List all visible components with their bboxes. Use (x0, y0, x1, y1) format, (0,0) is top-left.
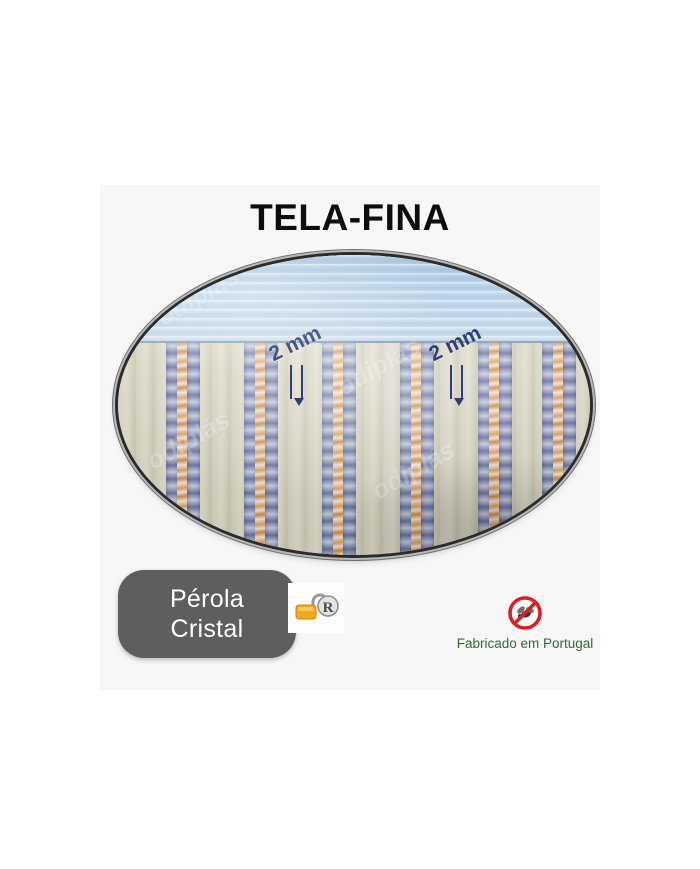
bead-strand (244, 339, 278, 555)
bead-strand (478, 339, 512, 555)
bead-strand (400, 339, 434, 555)
measurement-gap-marker (290, 365, 304, 406)
padlock-registered-icon: R (295, 593, 339, 620)
mounting-rail (118, 255, 590, 343)
bead-strand (542, 339, 576, 555)
registered-trademark-tile: R (288, 583, 344, 633)
curtain-photo-oval: odiplás odiplás odiplás odiplás 2 mm 2 m… (118, 255, 590, 555)
measurement-callout: 2 mm (425, 321, 491, 406)
color-name-line-1: Pérola (169, 584, 245, 613)
origin-caption: Fabricado em Portugal (456, 636, 594, 651)
bead-strand (322, 339, 356, 555)
color-name-line-2: Cristal (170, 615, 244, 643)
no-insects-icon (505, 593, 545, 633)
measurement-callout: 2 mm (265, 321, 331, 406)
product-photo-panel: TELA-FINA (100, 185, 600, 690)
svg-text:R: R (323, 600, 334, 616)
product-title: TELA-FINA (250, 197, 450, 238)
origin-block: Fabricado em Portugal (450, 593, 600, 653)
bead-strand-group (118, 339, 590, 555)
bead-strand (166, 339, 200, 555)
color-name-badge: Pérola Cristal (118, 570, 296, 658)
measurement-gap-marker (450, 365, 464, 406)
